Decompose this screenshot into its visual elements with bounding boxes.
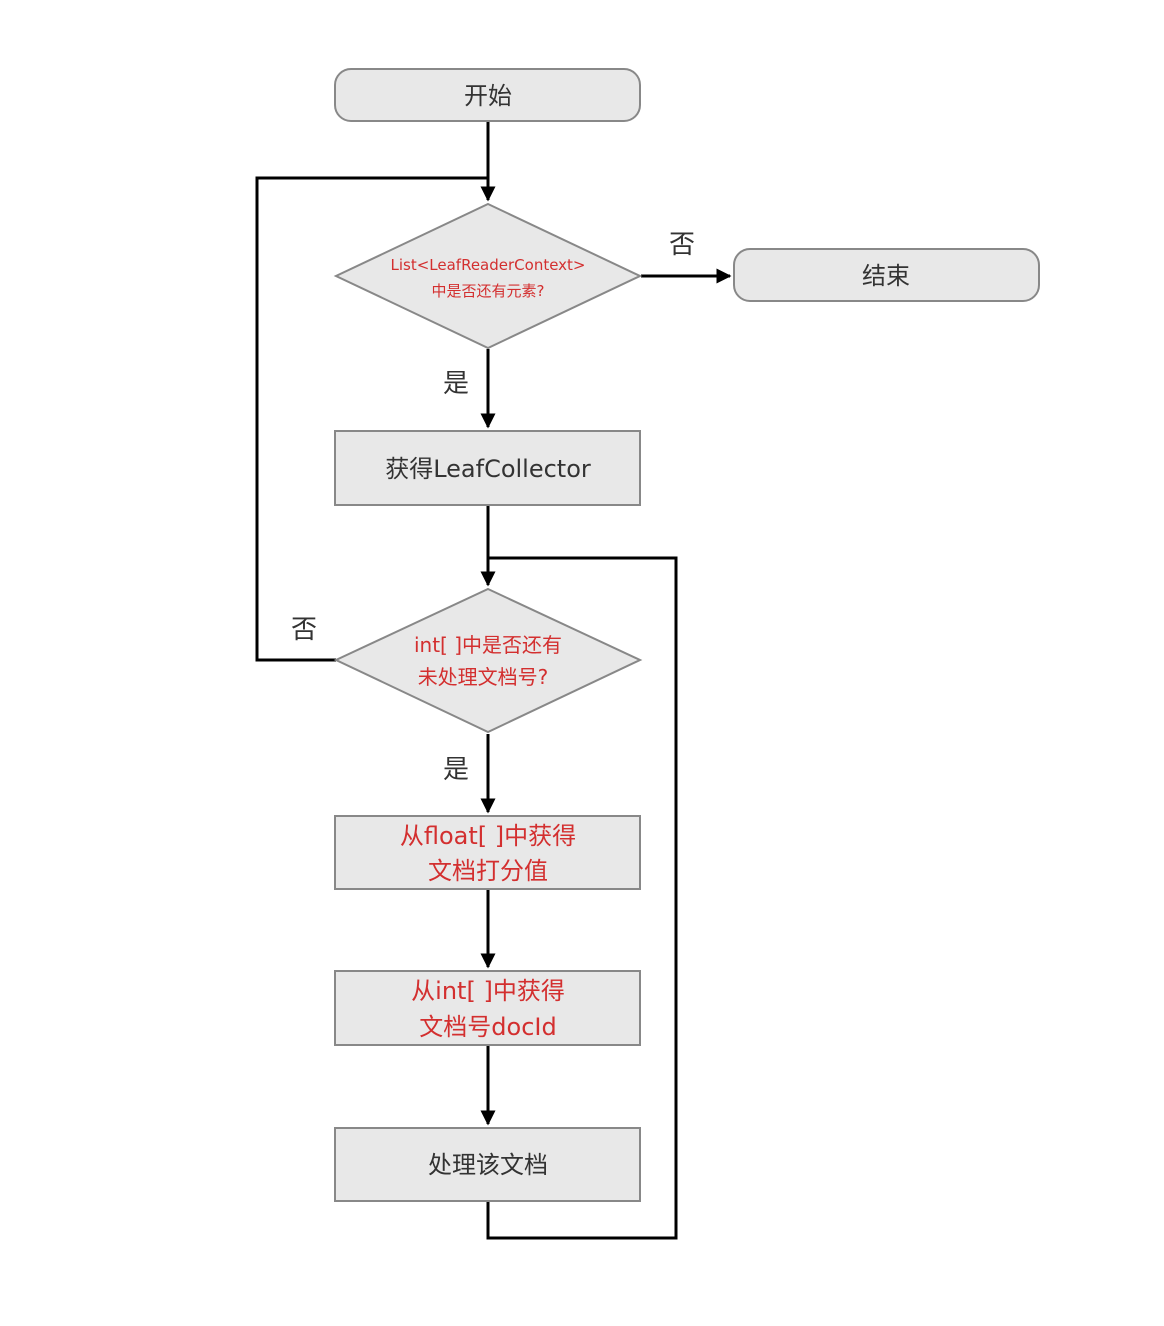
edge-process-loop-to-decision2: [486, 556, 678, 1240]
edge-decision2-loop-to-decision1: [255, 176, 488, 662]
get-docid-shape: [334, 970, 641, 1046]
get-docid-label-line1: 从int[ ]中获得: [411, 977, 565, 1005]
get-docid-node: 从int[ ]中获得 文档号docId: [334, 970, 641, 1046]
get-score-node: 从float[ ]中获得 文档打分值: [334, 815, 641, 890]
get-score-shape: [334, 815, 641, 890]
decision2-label-line2: 未处理文档号?: [418, 665, 549, 689]
get-docid-label-line2: 文档号docId: [419, 1013, 556, 1041]
edge-label-decision2-yes: 是: [443, 755, 469, 785]
edge-label-decision1-yes: 是: [443, 369, 469, 399]
get-collector-node: 获得LeafCollector: [334, 430, 641, 506]
end-node-label: 结束: [862, 262, 910, 290]
start-node-shape: [334, 68, 641, 122]
process-doc-node: 处理该文档: [334, 1127, 641, 1202]
process-doc-label: 处理该文档: [428, 1151, 548, 1179]
decision1-node: List<LeafReaderContext> 中是否还有元素?: [333, 202, 643, 350]
decision2-shape: [333, 587, 643, 734]
get-score-label-line2: 文档打分值: [428, 857, 548, 885]
start-node-label: 开始: [464, 82, 512, 110]
decision2-node: int[ ]中是否还有 未处理文档号?: [333, 587, 643, 734]
edge-label-decision2-no: 否: [291, 615, 317, 645]
end-node-shape: [733, 248, 1040, 302]
connectors: [255, 122, 732, 1240]
start-node: 开始: [334, 68, 641, 122]
get-collector-label: 获得LeafCollector: [385, 455, 591, 483]
process-doc-shape: [334, 1127, 641, 1202]
get-collector-shape: [334, 430, 641, 506]
decision2-label-line1: int[ ]中是否还有: [414, 633, 562, 657]
decision1-label-line1: List<LeafReaderContext>: [391, 256, 586, 274]
end-node: 结束: [733, 248, 1040, 302]
decision1-label-line2: 中是否还有元素?: [432, 282, 545, 300]
edge-label-decision1-no: 否: [669, 230, 695, 260]
get-score-label-line1: 从float[ ]中获得: [400, 822, 576, 850]
decision1-shape: [333, 202, 643, 350]
